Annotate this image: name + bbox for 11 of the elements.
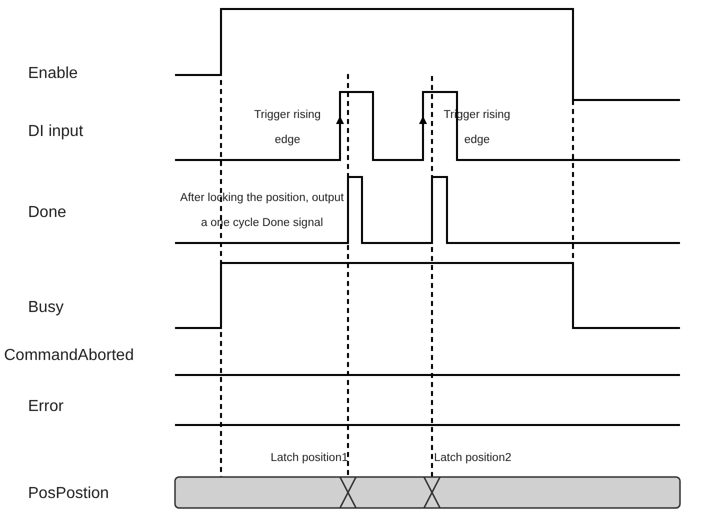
signal-name: Busy <box>28 298 64 318</box>
signal-name: Done <box>28 203 66 222</box>
annotation-text: Trigger rising edge <box>253 108 322 148</box>
signal-name: PosPostion <box>28 484 109 504</box>
signal-name: DI input <box>28 122 84 142</box>
signal-name: CommandAborted <box>4 346 134 366</box>
annotation-text: Latch position1 <box>270 451 348 466</box>
annotation-text: Latch position2 <box>434 451 512 466</box>
annotation-text: After locking the position, output a one cycle Done signal <box>179 191 345 231</box>
signal-name: Error <box>28 397 64 416</box>
signal-name: Enable <box>28 64 78 84</box>
